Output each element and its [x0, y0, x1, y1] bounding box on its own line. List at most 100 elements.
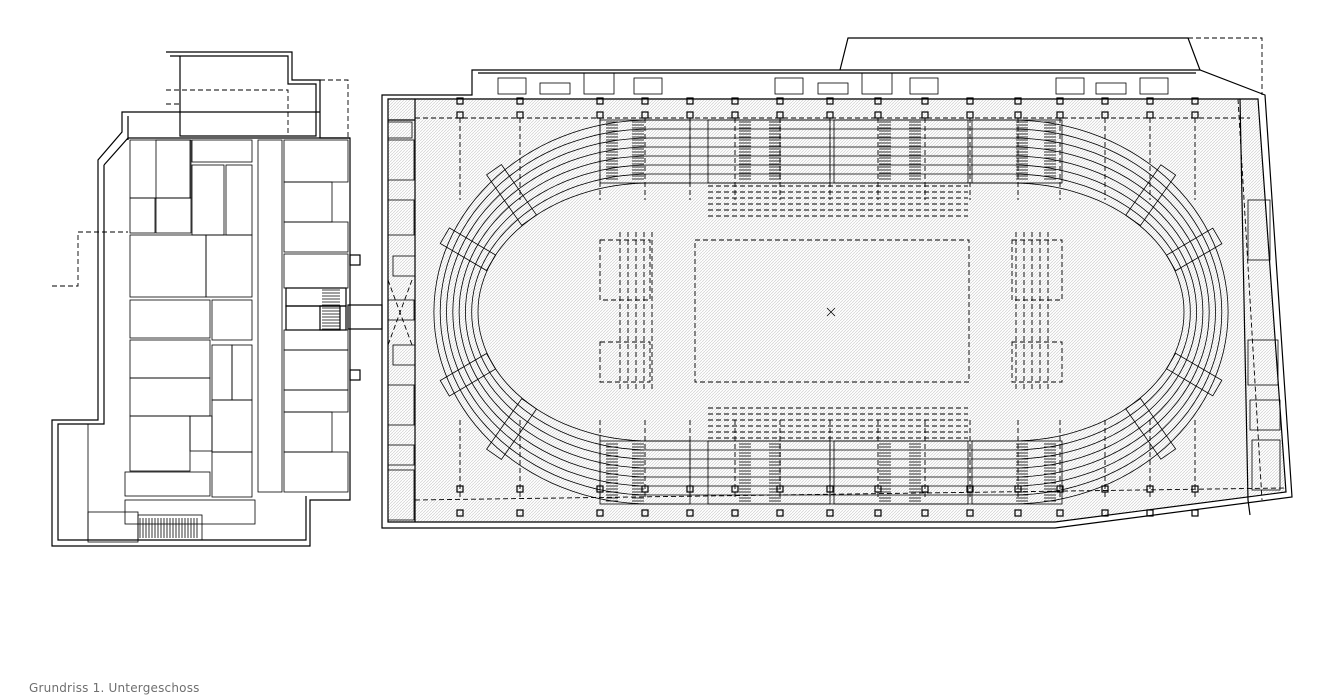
room: [283, 139, 349, 183]
service-room: [909, 77, 939, 95]
retractable-row: [619, 232, 1017, 392]
room: [155, 197, 192, 234]
side-room: [387, 299, 415, 321]
service-room: [1055, 77, 1085, 95]
seating-row-west: [439, 128, 651, 496]
service-room: [583, 72, 615, 95]
column: [1056, 97, 1064, 105]
room: [129, 139, 191, 199]
column: [596, 509, 604, 517]
room: [205, 234, 253, 298]
retractable-row: [651, 232, 1049, 392]
room: [283, 221, 349, 253]
room: [191, 164, 225, 236]
radial-stair: [1166, 352, 1223, 397]
service-building: [51, 51, 361, 547]
column: [921, 509, 929, 517]
column: [349, 369, 361, 381]
side-room: [387, 384, 415, 426]
column: [686, 509, 694, 517]
column: [966, 97, 974, 105]
seating-block-south: [833, 440, 969, 505]
retractable-block: [599, 239, 651, 301]
arena-building: [381, 37, 1293, 529]
seating-row-west: [452, 146, 651, 478]
seating-row-straight: [650, 173, 1012, 451]
column: [516, 509, 524, 517]
room: [211, 451, 253, 498]
retractable-row: [708, 215, 968, 439]
radial-stair: [1125, 164, 1177, 227]
seating-row-west: [477, 182, 651, 442]
side-room: [387, 469, 415, 521]
column: [1014, 97, 1022, 105]
seating-row-east: [1011, 119, 1229, 505]
side-room: [387, 121, 413, 139]
column: [826, 509, 834, 517]
room: [129, 197, 156, 234]
roof-extension: [839, 37, 1201, 71]
retractable-row: [708, 197, 968, 421]
side-room: [1249, 399, 1281, 431]
plan-caption: Grundriss 1. Untergeschoss: [29, 681, 200, 695]
column: [1056, 509, 1064, 517]
room: [124, 499, 256, 525]
room: [211, 299, 253, 341]
side-room: [392, 255, 416, 277]
column: [1101, 97, 1109, 105]
seating-block-north: [971, 119, 1063, 184]
seating-row-west: [458, 155, 651, 469]
retractable-row: [627, 232, 1025, 392]
column: [1014, 509, 1022, 517]
seating-block-north: [833, 119, 969, 184]
service-room: [774, 77, 804, 95]
seating-row-straight: [650, 128, 1012, 496]
column: [731, 509, 739, 517]
center-mark-icon: [826, 307, 836, 317]
service-room: [817, 82, 849, 95]
side-room: [392, 344, 416, 366]
seating-row-east: [1011, 182, 1185, 442]
column: [596, 97, 604, 105]
retractable-block: [599, 341, 651, 383]
retractable-block: [1011, 341, 1063, 383]
seating-row-straight: [650, 146, 1012, 478]
room: [129, 377, 211, 417]
rooms: [57, 139, 361, 543]
room: [124, 471, 211, 497]
playing-field: [694, 239, 970, 383]
side-room: [1247, 199, 1271, 261]
side-room: [387, 444, 415, 466]
seating-row-west: [433, 119, 651, 505]
room: [231, 344, 253, 401]
column: [874, 97, 882, 105]
column: [1146, 509, 1154, 517]
room: [211, 399, 253, 453]
retractable-row: [708, 185, 968, 409]
room: [283, 389, 349, 413]
service-room: [861, 72, 893, 95]
room: [225, 164, 253, 236]
column: [1146, 97, 1154, 105]
column: [516, 97, 524, 105]
column: [1191, 97, 1199, 105]
room: [283, 411, 333, 453]
radial-stair: [486, 164, 538, 226]
room: [129, 234, 207, 298]
radial-stair: [486, 398, 538, 460]
seating-row-east: [1011, 155, 1204, 469]
arena-outer-wall: [381, 69, 1293, 529]
seating-row-west: [464, 164, 651, 460]
room: [189, 415, 213, 452]
column: [456, 97, 464, 105]
room: [129, 415, 191, 472]
room: [283, 349, 349, 391]
seating-row-west: [446, 137, 651, 487]
room: [283, 451, 349, 493]
room: [87, 511, 139, 543]
column: [826, 97, 834, 105]
column: [456, 509, 464, 517]
room: [211, 344, 233, 401]
radial-stair: [1166, 227, 1223, 272]
